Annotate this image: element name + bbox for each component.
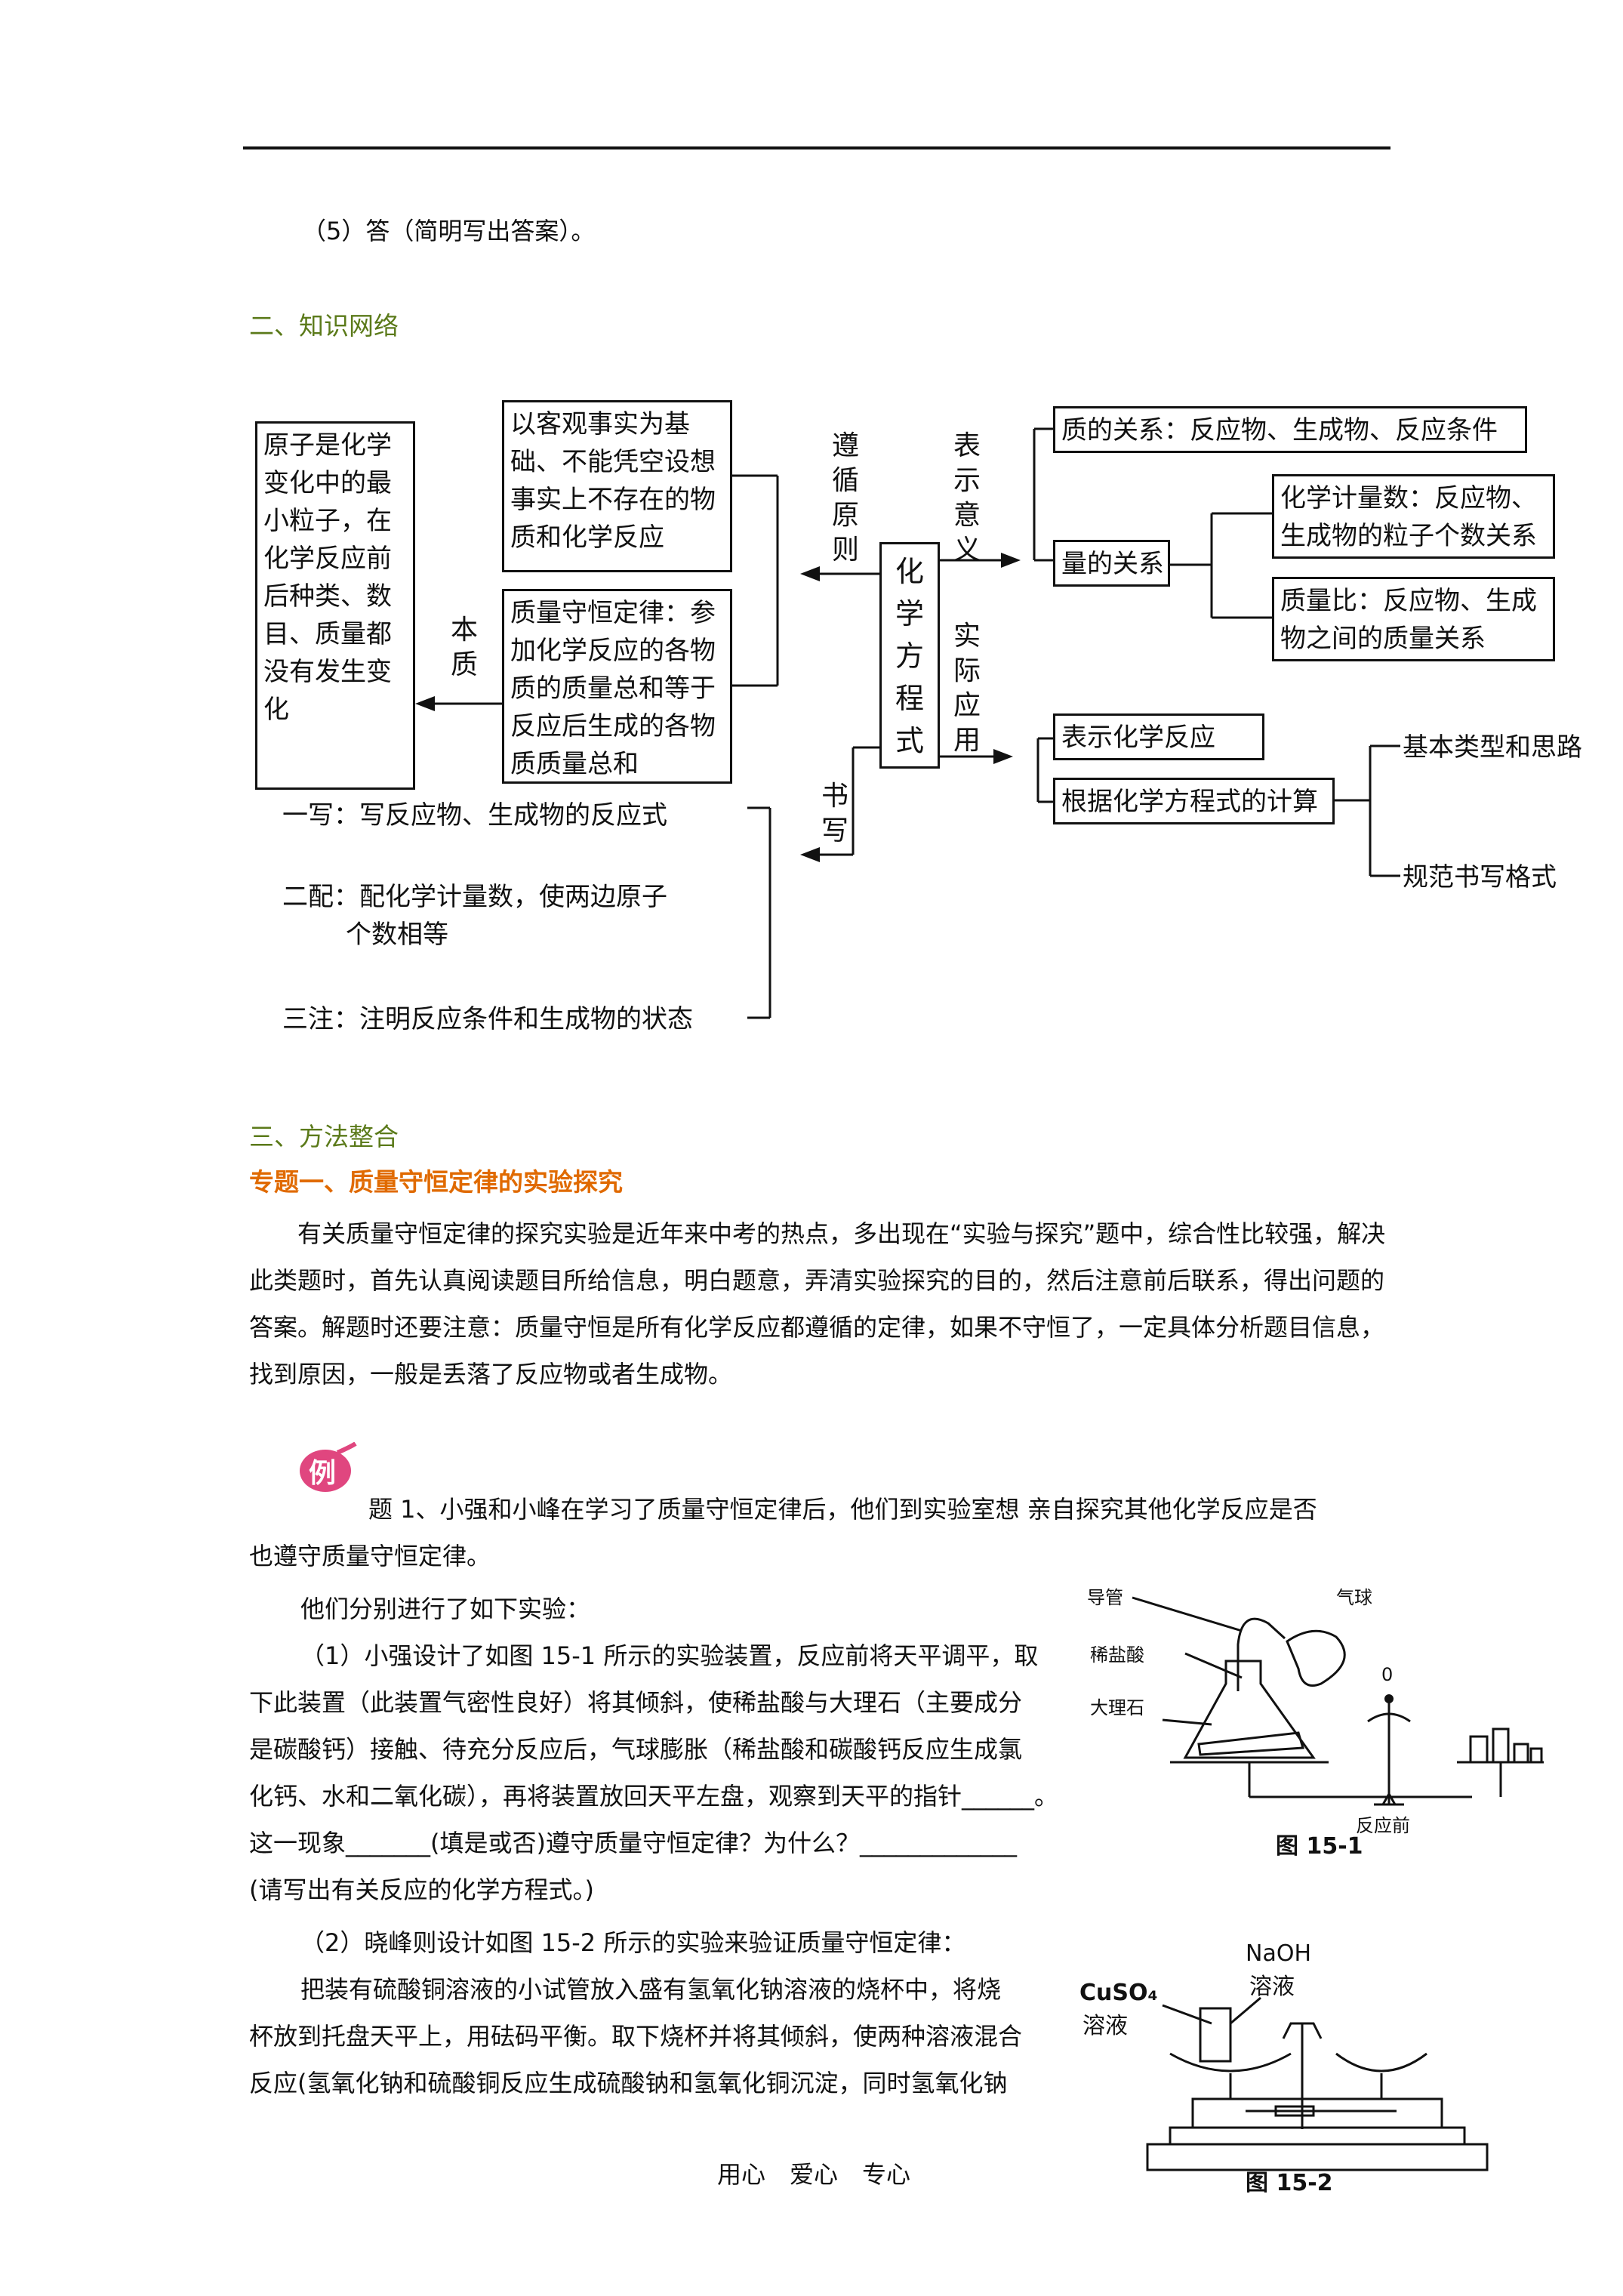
page-footer: 用心 爱心 专心 [717,2160,911,2189]
caption-15-1: 图 15-1 [1276,1833,1363,1860]
example1-p5: 化钙、水和二氧化碳），再将装置放回天平左盘，观察到天平的指针______。 [249,1782,1059,1811]
topic1-heading: 专题一、质量守恒定律的实验探究 [249,1167,623,1197]
box-quality-relation: 质的关系：反应物、生成物、反应条件 [1053,406,1527,453]
label-shuxie: 书写 [821,781,848,846]
example1-p10: 杯放到托盘天平上，用砝码平衡。取下烧杯并将其倾斜，使两种溶液混合 [249,2022,1023,2051]
step-note: 三注：注明反应条件和生成物的状态 [282,1004,693,1034]
example-badge-text: 例 [309,1458,337,1489]
label-zunxun: 遵循原则 [831,430,859,566]
header-rule [243,146,1390,149]
label-qiqiu: 气球 [1336,1587,1372,1608]
example1-p8: （2）晓峰则设计如图 15-2 所示的实验来验证质量守恒定律： [300,1928,966,1957]
box-objective-facts: 以客观事实为基础、不能凭空设想事实上不存在的物质和化学反应 [502,400,732,572]
example1-p2: （1）小强设计了如图 15-1 所示的实验装置，反应前将天平调平，取 [300,1641,1039,1670]
box-calculation: 根据化学方程式的计算 [1053,778,1335,824]
label-benzhi: 本质 [450,615,478,680]
example-badge: 例 [298,1441,359,1493]
beaker-balance-drawing [1146,1996,1489,2171]
label-zero: 0 [1381,1664,1394,1685]
label-cuso4-1: CuSO₄ [1079,1980,1158,2006]
example1-p7: (请写出有关反应的化学方程式。) [249,1875,594,1904]
step5-text: （5）答（简明写出答案）。 [302,217,596,245]
label-dalishi: 大理石 [1090,1697,1144,1718]
step-balance-1: 二配：配化学计量数，使两边原子 [282,882,667,912]
label-shiji: 实际应用 [953,621,981,756]
example-badge-icon [300,1441,357,1492]
label-fanyingqian: 反应前 [1356,1815,1410,1836]
box-conservation-law: 质量守恒定律：参加化学反应的各物质的质量总和等于反应后生成的各物质质量总和 [502,589,732,784]
box-express-reaction: 表示化学反应 [1053,713,1264,760]
label-biaoshi: 表示意义 [953,430,981,566]
center-box-equation: 化学方程式 [879,542,940,769]
example1-p4: 是碳酸钙）接触、待充分反应后，气球膨胀（稀盐酸和碳酸钙反应生成氯 [249,1735,1023,1764]
example1-line1: 题 1、小强和小峰在学习了质量守恒定律后，他们到实验室想 亲自探究其他化学反应是… [368,1495,1317,1524]
network-connectors [415,427,1400,1019]
caption-15-2: 图 15-2 [1246,2170,1333,2196]
label-basic-types: 基本类型和思路 [1403,732,1582,763]
label-format: 规范书写格式 [1403,862,1557,892]
label-xiyansuan: 稀盐酸 [1090,1644,1144,1666]
example1-p6: 这一现象_______(填是或否)遵守质量守恒定律？为什么？__________… [249,1829,1017,1857]
step-balance-2: 个数相等 [346,920,448,950]
apparatus-balance-drawing [1132,1596,1544,1806]
label-daoguan: 导管 [1087,1587,1123,1608]
box-coefficient: 化学计量数：反应物、生成物的粒子个数关系 [1272,474,1555,559]
section3-heading: 三、方法整合 [249,1122,399,1151]
left-box-atom: 原子是化学变化中的最小粒子，在化学反应前后种类、数目、质量都没有发生变化 [255,421,415,790]
example1-p3: 下此装置（此装置气密性良好）将其倾斜，使稀盐酸与大理石（主要成分 [249,1688,1023,1717]
example1-line2: 也遵守质量守恒定律。 [249,1542,491,1570]
label-naoh-1: NaOH [1246,1940,1311,1967]
box-quantity-relation: 量的关系 [1053,540,1170,587]
example1-p9: 把装有硫酸铜溶液的小试管放入盛有氢氧化钠溶液的烧杯中，将烧 [300,1975,1002,2004]
figure-15-1: 导管 气球 稀盐酸 大理石 0 反应前 图 15-1 [1087,1578,1548,1865]
intro-paragraph: 有关质量守恒定律的探究实验是近年来中考的热点，多出现在“实验与探究”题中，综合性… [249,1219,1386,1388]
example1-p11: 反应(氢氧化钠和硫酸铜反应生成硫酸钠和氢氧化铜沉淀，同时氢氧化钠 [249,2069,1008,2097]
section2-heading: 二、知识网络 [249,311,399,341]
figure-15-2: NaOH 溶液 CuSO₄ 溶液 图 15-2 [1079,1940,1548,2196]
box-mass-ratio: 质量比：反应物、生成物之间的质量关系 [1272,577,1555,661]
example1-p1: 他们分别进行了如下实验： [300,1595,591,1623]
step-write: 一写：写反应物、生成物的反应式 [282,800,667,831]
label-naoh-2: 溶液 [1249,1974,1295,2000]
label-cuso4-2: 溶液 [1083,2013,1128,2039]
